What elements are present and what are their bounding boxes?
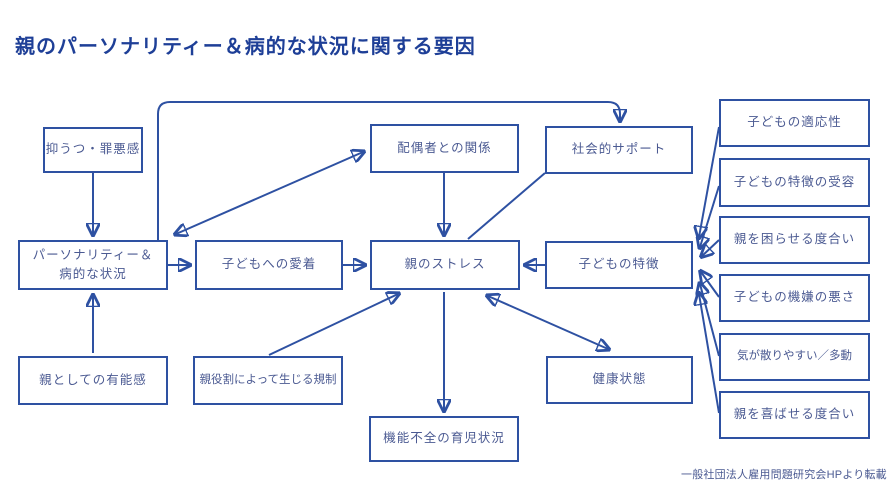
node-label: 親役割によって生じる規制 (199, 373, 337, 386)
node-social-support: 社会的サポート (545, 126, 693, 174)
node-label: 親を喜ばせる度合い (733, 407, 856, 422)
node-dysfunctional-parenting: 機能不全の育児状況 (369, 416, 519, 462)
node-label: 子どもの特徴の受容 (733, 174, 856, 189)
edge-troubling-childtraits (702, 239, 720, 256)
node-label: 機能不全の育児状況 (383, 431, 505, 446)
node-label: 親のストレス (404, 257, 486, 272)
edge-personality-support-elbow (157, 101, 620, 240)
edge-adaptability-childtraits (699, 126, 720, 237)
node-attachment-to-child: 子どもへの愛着 (195, 240, 343, 290)
node-role-restrictions: 親役割によって生じる規制 (193, 356, 343, 405)
edge-personality-spouse-double (176, 152, 363, 234)
node-parent-stress: 親のストレス (370, 240, 520, 290)
node-label: 抑うつ・罪悪感 (45, 142, 141, 157)
node-label: 親としての有能感 (39, 372, 147, 387)
node-depression-guilt: 抑うつ・罪悪感 (43, 127, 143, 173)
node-label: 子どもの適応性 (747, 115, 842, 130)
edge-acceptance-childtraits (700, 185, 720, 247)
edge-stress-health-double (488, 296, 608, 349)
node-label: 子どもの特徴 (578, 257, 660, 272)
node-parental-competence: 親としての有能感 (18, 356, 168, 405)
node-acceptance-of-traits: 子どもの特徴の受容 (719, 158, 870, 207)
node-distractibility-hyperactivity: 気が散りやすい／多動 (719, 333, 870, 381)
edge-support-stress-line (467, 172, 546, 240)
node-child-adaptability: 子どもの適応性 (719, 99, 870, 147)
node-label: 子どもの機嫌の悪さ (733, 290, 856, 305)
node-label: 社会的サポート (571, 142, 667, 157)
edge-pleasing-childtraits (699, 294, 720, 414)
node-label: パーソナリティー＆ 病的な状況 (32, 247, 154, 281)
node-personality-pathology: パーソナリティー＆ 病的な状況 (18, 240, 168, 290)
page-title: 親のパーソナリティー＆病的な状況に関する要因 (15, 36, 476, 58)
node-label: 子どもへの愛着 (221, 257, 317, 272)
edge-role-stress (268, 294, 398, 356)
node-troubling-parents: 親を困らせる度合い (719, 216, 870, 264)
source-caption: 一般社団法人雇用問題研究会HPより転載 (681, 469, 887, 481)
node-health-condition: 健康状態 (546, 356, 693, 404)
node-label: 気が散りやすい／多動 (737, 350, 852, 363)
node-child-characteristics: 子どもの特徴 (545, 241, 693, 289)
node-label: 親を困らせる度合い (733, 232, 856, 247)
node-label: 健康状態 (592, 372, 647, 387)
node-child-moodiness: 子どもの機嫌の悪さ (719, 274, 870, 322)
node-pleasing-parents: 親を喜ばせる度合い (719, 391, 870, 439)
node-spouse-relationship: 配偶者との関係 (370, 124, 519, 173)
node-label: 配偶者との関係 (397, 140, 492, 155)
edge-moodiness-childtraits (701, 272, 720, 298)
